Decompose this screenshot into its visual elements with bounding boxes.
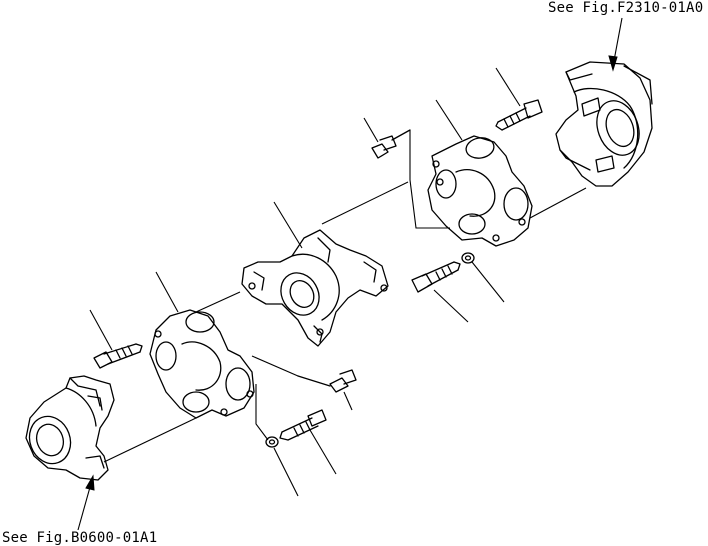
input-yoke [25, 375, 115, 481]
connector-spider-yoke [195, 291, 241, 313]
leader-grease-fitting-upper [363, 117, 379, 143]
bolt-lower-left [93, 343, 143, 369]
leader-spider-lower [155, 271, 179, 313]
connector-fitting-lower [251, 355, 299, 377]
connector-washer-lower [255, 384, 269, 441]
bottom-reference-arrow [77, 474, 95, 531]
leader-bolt-middle [433, 289, 469, 323]
top-reference-arrow [608, 17, 623, 72]
bolt-lower [279, 409, 327, 441]
grease-fitting-upper [371, 129, 411, 159]
leader-spider-upper [435, 99, 463, 141]
connector-yoke-spider [321, 181, 409, 225]
leader-bolt-lower-left [89, 309, 113, 351]
washer-lower [265, 436, 279, 448]
washer-upper [461, 252, 475, 264]
connector-fitting-spider [409, 130, 450, 229]
leader-bolt-upper [495, 67, 521, 107]
leader-center-yoke [273, 201, 303, 249]
output-flange [555, 61, 653, 187]
leader-bolt-lower [309, 429, 337, 475]
bolt-middle [411, 261, 461, 293]
leader-grease-fitting-lower [343, 391, 353, 411]
leader-washer-lower [273, 447, 299, 497]
connector-flange-spider [529, 187, 587, 219]
center-yoke [241, 229, 389, 347]
bolt-upper [495, 99, 543, 131]
spider-upper [427, 135, 533, 247]
grease-fitting-lower [297, 369, 357, 393]
top-reference-label[interactable]: See Fig.F2310-01A0 [548, 0, 704, 16]
connector-yoke-spider-lower [103, 417, 197, 463]
leader-washer-upper [471, 261, 505, 303]
bottom-reference-label[interactable]: See Fig.B0600-01A1 [2, 530, 158, 546]
spider-lower [149, 309, 255, 419]
